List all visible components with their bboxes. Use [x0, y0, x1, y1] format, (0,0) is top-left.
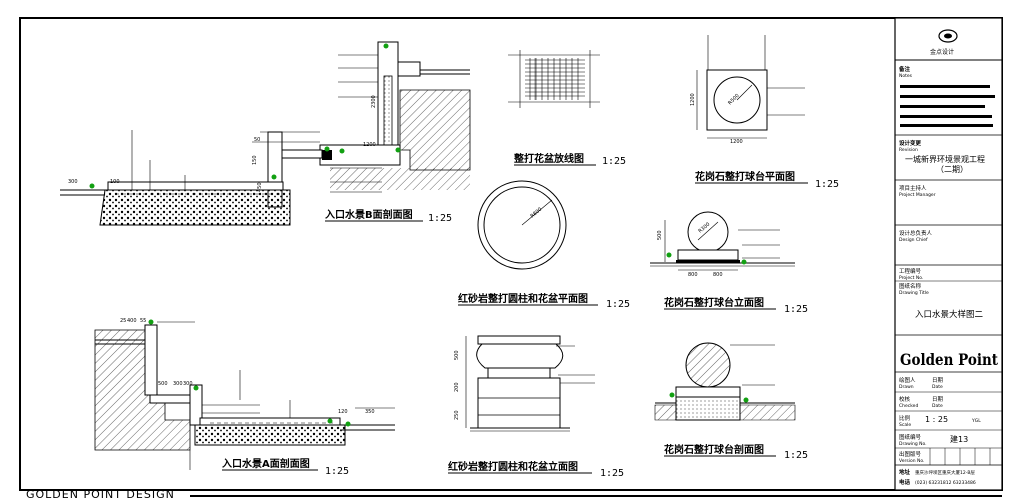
- sb-dim-2: 2300: [371, 95, 377, 108]
- project-phase: （二期）: [936, 165, 968, 174]
- drawing-no: 建13: [950, 434, 968, 444]
- sb-dim-6: 100: [110, 179, 120, 185]
- granite-ball-section-drawing: 花岗石整打球台剖面图 1:25: [654, 342, 808, 461]
- gbp-dim-2: 1200: [690, 93, 696, 106]
- sb-dim-3: 50: [254, 137, 260, 143]
- se-dim-3: 250: [454, 410, 460, 420]
- se-dim-1: 500: [454, 350, 460, 360]
- address-value: 重庆沙坪坝区重庆大厦12-B层: [915, 469, 975, 476]
- sa-dim-3: 55: [140, 318, 146, 324]
- sandstone-plan-drawing: R800 红砂岩整打圆柱和花盆平面图 1:25: [458, 180, 630, 310]
- sandstone-elevation-title: 红砂岩整打圆柱和花盆立面图: [448, 460, 578, 473]
- granite-ball-plan-drawing: 1200 1200 R500 花岗石整打球台平面图 1:25: [690, 35, 839, 190]
- sa-dim-7: 120: [338, 409, 348, 415]
- checked-label: 校核: [899, 395, 911, 403]
- drawn-label-en: Drawn: [899, 384, 914, 390]
- sa-dim-5: 300: [173, 381, 183, 387]
- gbe-dim-3: 500: [657, 230, 663, 240]
- sa-dim-6: 300: [183, 381, 193, 387]
- date-label-en-1: Date: [932, 384, 943, 390]
- revision-label: 设计变更: [899, 139, 922, 147]
- flowerbox-pattern-title: 整打花盆放线图: [513, 152, 584, 165]
- checked-label-en: Checked: [899, 403, 918, 409]
- sa-dim-1: 25: [120, 318, 126, 324]
- date-label-2: 日期: [932, 396, 944, 403]
- design-chief-label: 设计总负责人: [899, 229, 933, 237]
- granite-ball-elevation-scale: 1:25: [784, 304, 808, 315]
- drawing-no-label-en: Drawing No.: [899, 441, 927, 447]
- section-a-scale: 1:25: [325, 466, 349, 477]
- tel-value: (023) 63231812 63233486: [915, 480, 976, 486]
- sb-dim-1: 1200: [363, 142, 376, 148]
- sa-dim-4: 500: [158, 381, 168, 387]
- project-name: 一城新界环境景观工程: [905, 154, 985, 164]
- scale-unit: YGL: [971, 418, 981, 424]
- se-dim-2: 200: [454, 382, 460, 392]
- date-label-en-2: Date: [932, 403, 943, 409]
- granite-ball-elevation-drawing: 800 800 500 R300 花岗石整打球台立面图 1:25: [650, 211, 808, 315]
- sb-dim-4: 150: [252, 155, 258, 165]
- drawn-label: 绘图人: [899, 376, 916, 384]
- granite-ball-section-title: 花岗石整打球台剖面图: [664, 443, 764, 456]
- address-label: 地址: [899, 468, 911, 476]
- granite-ball-plan-title: 花岗石整打球台平面图: [695, 170, 795, 183]
- notes-label: 备注: [898, 65, 911, 73]
- sb-dim-7: 300: [68, 179, 78, 185]
- project-no-label-en: Project No.: [899, 275, 923, 281]
- sa-dim-2: 400: [127, 318, 137, 324]
- flowerbox-pattern-scale: 1:25: [602, 156, 626, 167]
- drawing-no-label: 图纸编号: [899, 433, 922, 441]
- sandstone-elevation-drawing: 500 200 250 红砂岩整打圆柱和花盆立面图 1:25: [448, 335, 624, 479]
- sa-dim-8: 350: [365, 409, 375, 415]
- revision-label-en: Revision: [899, 147, 918, 153]
- brand-logo: Golden Point: [900, 350, 999, 369]
- gbe-dim-1: 800: [688, 272, 698, 278]
- pm-label-en: Project Manager: [899, 192, 936, 198]
- section-a-drawing: 25 400 55 500 300 300 120 350 入口水景A面剖面图 …: [94, 318, 395, 477]
- tel-label: 电话: [899, 478, 911, 486]
- scale-label-en: Scale: [899, 422, 911, 428]
- gbp-dim-1: 1200: [730, 139, 743, 145]
- notes-label-en: Notes: [899, 73, 913, 79]
- drawing-title: 入口水景大样图二: [915, 309, 984, 320]
- project-no-label: 工程编号: [899, 267, 922, 275]
- granite-ball-section-scale: 1:25: [784, 450, 808, 461]
- granite-ball-elevation-title: 花岗石整打球台立面图: [664, 296, 764, 309]
- date-label-1: 日期: [932, 377, 944, 384]
- logo-text: 金点设计: [930, 48, 954, 56]
- scale-value: 1 : 25: [925, 415, 948, 424]
- company-logo-icon: [938, 29, 958, 43]
- sb-dim-5: 450: [257, 182, 263, 192]
- scale-label: 比例: [899, 414, 911, 422]
- sandstone-plan-scale: 1:25: [606, 299, 630, 310]
- sandstone-plan-title: 红砂岩整打圆柱和花盆平面图: [458, 292, 588, 305]
- title-block: 金点设计 备注 Notes 设计变更 Revision 一城新界环境景观工程 （…: [894, 17, 1003, 491]
- flowerbox-pattern-drawing: 整打花盆放线图 1:25: [508, 50, 626, 167]
- granite-ball-plan-scale: 1:25: [815, 179, 839, 190]
- section-a-title: 入口水景A面剖面图: [222, 457, 310, 470]
- version-label-en: Version No.: [899, 458, 924, 464]
- sandstone-elevation-scale: 1:25: [600, 468, 624, 479]
- drawing-title-label: 图纸名称: [899, 282, 922, 290]
- drawing-title-label-en: Drawing Title: [899, 290, 929, 296]
- section-b-scale: 1:25: [428, 213, 452, 224]
- version-label: 出图版号: [899, 450, 922, 458]
- section-b-drawing: 1200 2300 50 150 450 100 300 入口水景B面剖面图 1…: [60, 41, 471, 226]
- section-b-title: 入口水景B面剖面图: [325, 208, 413, 221]
- pm-label: 项目主持人: [899, 184, 927, 192]
- gbe-dim-2: 800: [713, 272, 723, 278]
- footer-brand: GOLDEN POINT DESIGN: [26, 488, 175, 501]
- design-chief-label-en: Design Chief: [899, 237, 928, 243]
